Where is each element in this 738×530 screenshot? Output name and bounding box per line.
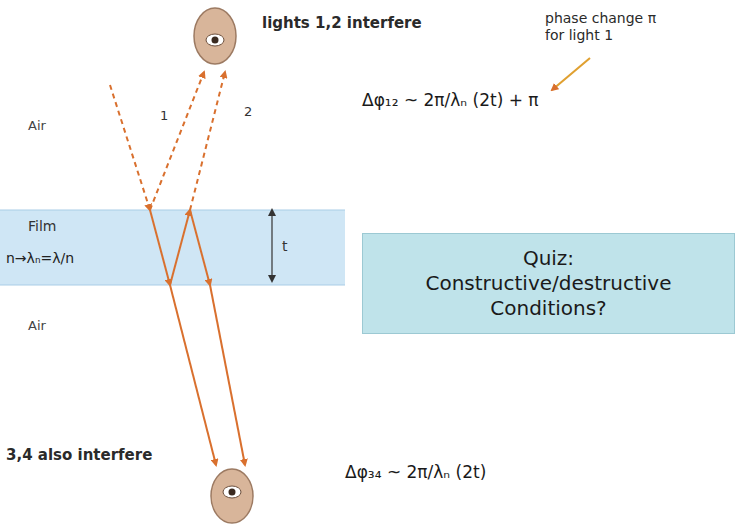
text-label: 3,4 also interfere xyxy=(6,446,152,464)
text-label: phase change π for light 1 xyxy=(545,10,675,44)
quiz-heading: Quiz: xyxy=(377,246,720,271)
film-band: Film n→λₙ=λ/n xyxy=(0,210,345,285)
eye-top xyxy=(194,8,236,64)
text-label: t xyxy=(282,238,288,255)
layer-note: n→λₙ=λ/n xyxy=(6,250,74,268)
layer-name: Film xyxy=(28,218,56,236)
text-label: 2 xyxy=(244,104,252,120)
eye-bottom xyxy=(211,469,253,523)
text-label: lights 1,2 interfere xyxy=(262,14,422,32)
text-label: 1 xyxy=(160,108,168,124)
quiz-box: Quiz:Constructive/destructive Conditions… xyxy=(362,233,735,334)
text-label: Δφ₃₄ ~ 2π/λₙ (2t) xyxy=(345,462,486,482)
text-label: Air xyxy=(28,318,46,334)
text-label: Air xyxy=(28,118,46,134)
quiz-body: Constructive/destructive Conditions? xyxy=(377,271,720,321)
text-label: Δφ₁₂ ~ 2π/λₙ (2t) + π xyxy=(362,90,539,110)
